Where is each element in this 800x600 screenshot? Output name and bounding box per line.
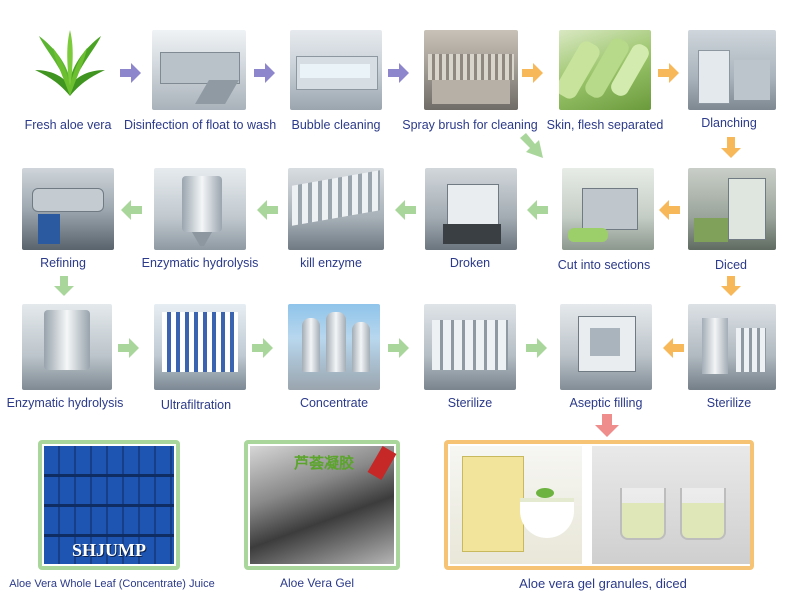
node-blanching: Dlanching: [680, 30, 790, 140]
label-spray: Spray brush for cleaning: [402, 118, 538, 132]
aseptic-photo: [560, 304, 652, 390]
node-ultrafiltration: Ultrafiltration: [140, 304, 260, 416]
node-refining: Refining: [10, 168, 120, 278]
node-enzymatic: Enzymatic hydrolysis: [140, 168, 260, 278]
node-sterilize-a: Sterilize: [412, 304, 532, 416]
arrow-refining-to-enzymatic2: [54, 276, 74, 296]
node-bubble: Bubble cleaning: [280, 30, 390, 140]
node-disinfection: Disinfection of float to wash: [124, 30, 276, 140]
aloe-plant-icon: [35, 30, 105, 96]
diced-photo: [688, 168, 776, 250]
label-enzymatic-2: Enzymatic hydrolysis: [6, 396, 124, 410]
node-concentrate: Concentrate: [276, 304, 396, 416]
arrow-disinfection-to-bubble: [254, 63, 275, 83]
arrow-diced-to-sterilize: [721, 276, 741, 296]
node-sterilize-b: Sterilize: [680, 304, 790, 416]
gel-bag-photo: 芦荟凝胶: [250, 446, 397, 564]
granules-cups-photo: [592, 446, 750, 564]
product-juice-title: Aloe Vera Whole Leaf (Concentrate) Juice: [9, 578, 215, 590]
product-gel-frame: 芦荟凝胶: [244, 440, 400, 570]
arrow-skin-to-blanching: [658, 63, 679, 83]
label-disinfection: Disinfection of float to wash: [124, 118, 277, 132]
label-kill: kill enzyme: [300, 256, 362, 270]
node-kill: kill enzyme: [280, 168, 390, 278]
juice-brand-text: SHJUMP: [72, 540, 146, 560]
arrow-enzymatic2-to-ultra: [118, 338, 139, 358]
arrow-aloe-to-disinfection: [120, 63, 141, 83]
product-granules-frame: [444, 440, 754, 570]
label-fresh-aloe: Fresh aloe vera: [24, 118, 112, 132]
arrow-sterilize2-to-aseptic: [663, 338, 684, 358]
label-sterilize-b: Sterilize: [706, 396, 752, 410]
label-ultrafiltration: Ultrafiltration: [160, 398, 232, 412]
product-granules-title: Aloe vera gel granules, diced: [519, 576, 687, 591]
disinfection-photo: [152, 30, 246, 110]
product-gel-title: Aloe Vera Gel: [279, 576, 355, 590]
gel-bag-label: 芦荟凝胶: [294, 454, 355, 472]
label-blanching: Dlanching: [701, 116, 757, 130]
kill-enzyme-photo: [288, 168, 384, 250]
product-juice-frame: SHJUMP: [38, 440, 180, 570]
refining-photo: [22, 168, 114, 250]
sterilize-b-photo: [688, 304, 776, 390]
node-aseptic: Aseptic filling: [548, 304, 668, 416]
spray-brush-photo: [424, 30, 518, 110]
cut-sections-photo: [562, 168, 654, 250]
bubble-cleaning-photo: [290, 30, 382, 110]
label-sterilize-a: Sterilize: [447, 396, 493, 410]
node-spray: Spray brush for cleaning: [402, 30, 538, 140]
label-enzymatic: Enzymatic hydrolysis: [141, 256, 259, 270]
label-skin-flesh: Skin, flesh separated: [546, 118, 664, 132]
concentrate-photo: [288, 304, 380, 390]
enzymatic-photo: [154, 168, 246, 250]
juice-drums-photo: SHJUMP: [44, 446, 174, 564]
arrow-broken-to-kill: [395, 200, 416, 220]
enzymatic-2-photo: [22, 304, 112, 390]
arrow-ultra-to-concentrate: [252, 338, 273, 358]
label-bubble: Bubble cleaning: [291, 118, 381, 132]
node-skin-flesh: Skin, flesh separated: [545, 30, 665, 140]
label-cut: Cut into sections: [557, 258, 651, 272]
arrow-spray-to-cut: [520, 133, 543, 158]
label-diced: Diced: [715, 258, 747, 272]
arrow-spray-to-skin: [522, 63, 543, 83]
node-diced: Diced: [680, 168, 790, 278]
arrow-diced-to-cut: [659, 200, 680, 220]
label-refining: Refining: [40, 256, 86, 270]
arrow-bubble-to-spray: [388, 63, 409, 83]
node-fresh-aloe: Fresh aloe vera: [10, 30, 120, 140]
arrow-kill-to-enzymatic: [257, 200, 278, 220]
skin-flesh-photo: [559, 30, 651, 110]
label-broken: Droken: [449, 256, 491, 270]
node-cut: Cut into sections: [550, 168, 670, 278]
sterilize-a-photo: [424, 304, 516, 390]
label-aseptic: Aseptic filling: [569, 396, 643, 410]
ultrafiltration-photo: [154, 304, 246, 390]
broken-photo: [425, 168, 517, 250]
arrow-enzymatic-to-refining: [121, 200, 142, 220]
granules-bag-photo: [450, 446, 582, 564]
node-broken: Droken: [415, 168, 525, 278]
blanching-photo: [688, 30, 776, 110]
label-concentrate: Concentrate: [299, 396, 369, 410]
arrow-sterilize-to-aseptic: [526, 338, 547, 358]
arrow-concentrate-to-sterilize: [388, 338, 409, 358]
node-enzymatic-2: Enzymatic hydrolysis: [4, 304, 134, 416]
arrow-aseptic-to-products: [595, 414, 619, 437]
arrow-cut-to-broken: [527, 200, 548, 220]
arrow-blanching-to-diced: [721, 137, 741, 158]
